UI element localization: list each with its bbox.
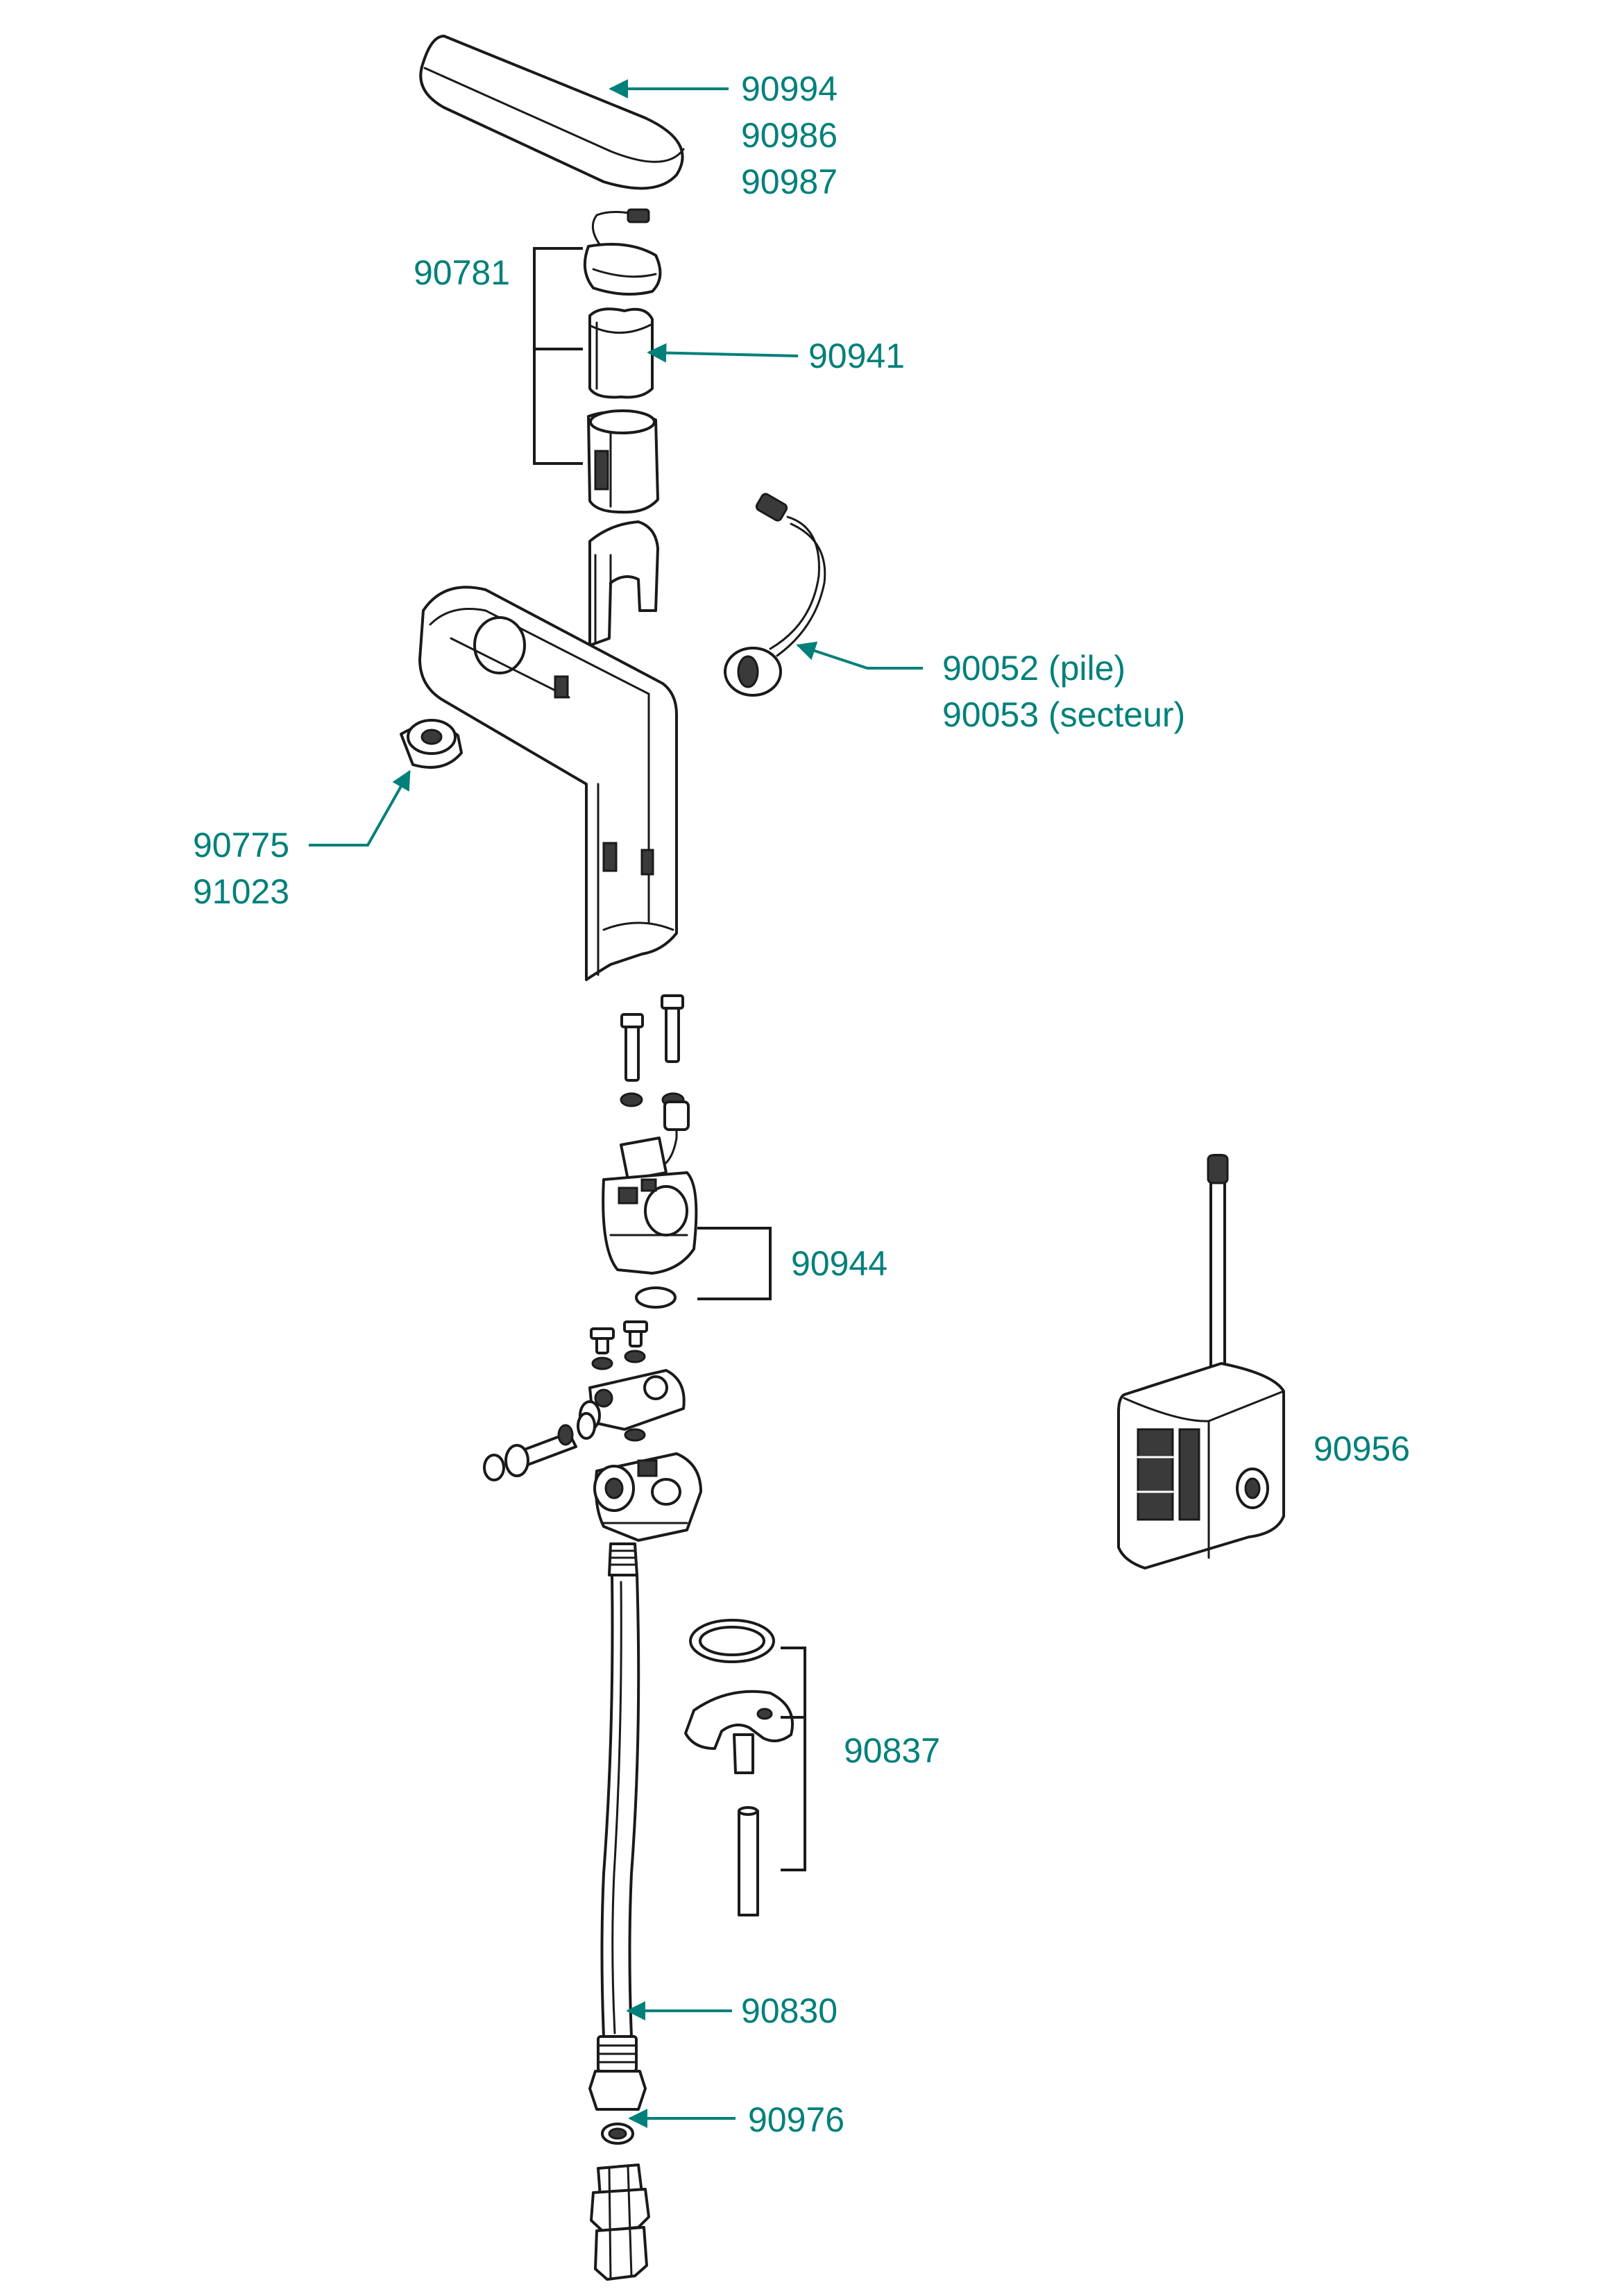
label-battery-kit: 90781 (414, 253, 510, 292)
seal-part (601, 2123, 634, 2145)
solenoid-valve-part (602, 1100, 698, 1309)
aerator-part (400, 719, 463, 769)
label-sensor-cable-2: 90053 (secteur) (942, 695, 1185, 734)
spout-body-part (418, 586, 678, 981)
fixing-kit-part (684, 1619, 794, 1916)
aerator-arrow (309, 769, 411, 847)
power-box-part (1117, 1154, 1285, 1570)
battery-housing-part (587, 409, 659, 514)
connector-fitting-part (590, 2163, 650, 2281)
battery-kit-bracket (533, 247, 583, 465)
label-seal: 90976 (748, 2100, 844, 2139)
flexible-hose-part (588, 1542, 647, 2111)
label-sensor-cable-1: 90052 (pile) (942, 649, 1125, 688)
sensor-cable-arrow (796, 641, 923, 670)
cover-plate-part (419, 35, 685, 190)
battery-arrow (647, 343, 799, 363)
battery-connector-part (583, 208, 662, 296)
label-aerator-2: 91023 (193, 872, 289, 911)
battery-part (588, 307, 654, 399)
label-cover-3: 90987 (741, 162, 838, 201)
sensor-cable-part (724, 493, 826, 697)
valve-block-part (483, 1320, 702, 1542)
label-cover-2: 90986 (741, 116, 838, 155)
label-power-box: 90956 (1314, 1429, 1410, 1468)
mounting-clip-part (588, 520, 659, 647)
label-battery: 90941 (808, 337, 905, 375)
fixing-kit-bracket (781, 1647, 806, 1871)
label-aerator-1: 90775 (193, 826, 289, 865)
solenoid-valve-bracket (697, 1227, 772, 1300)
label-solenoid-valve: 90944 (791, 1244, 887, 1283)
label-cover-1: 90994 (741, 69, 838, 108)
label-flex-hose: 90830 (741, 1991, 838, 2030)
screws-part (620, 994, 685, 1107)
label-fixing-kit: 90837 (844, 1731, 940, 1770)
